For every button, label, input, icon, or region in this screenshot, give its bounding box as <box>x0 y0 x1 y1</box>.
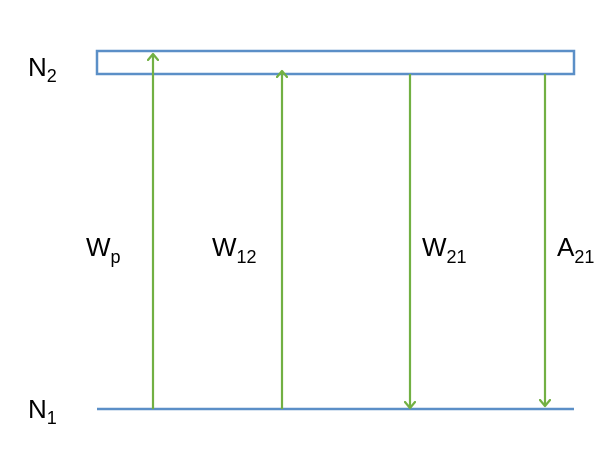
transition-label-w12: W12 <box>212 232 257 267</box>
upper-level-band <box>95 49 576 76</box>
transition-label-wp: Wp <box>86 232 121 267</box>
transition-label-w21: W21 <box>422 232 467 267</box>
lower-level-label: N1 <box>28 394 57 428</box>
upper-level-label: N2 <box>28 52 57 86</box>
transition-label-a21: A21 <box>557 232 594 267</box>
